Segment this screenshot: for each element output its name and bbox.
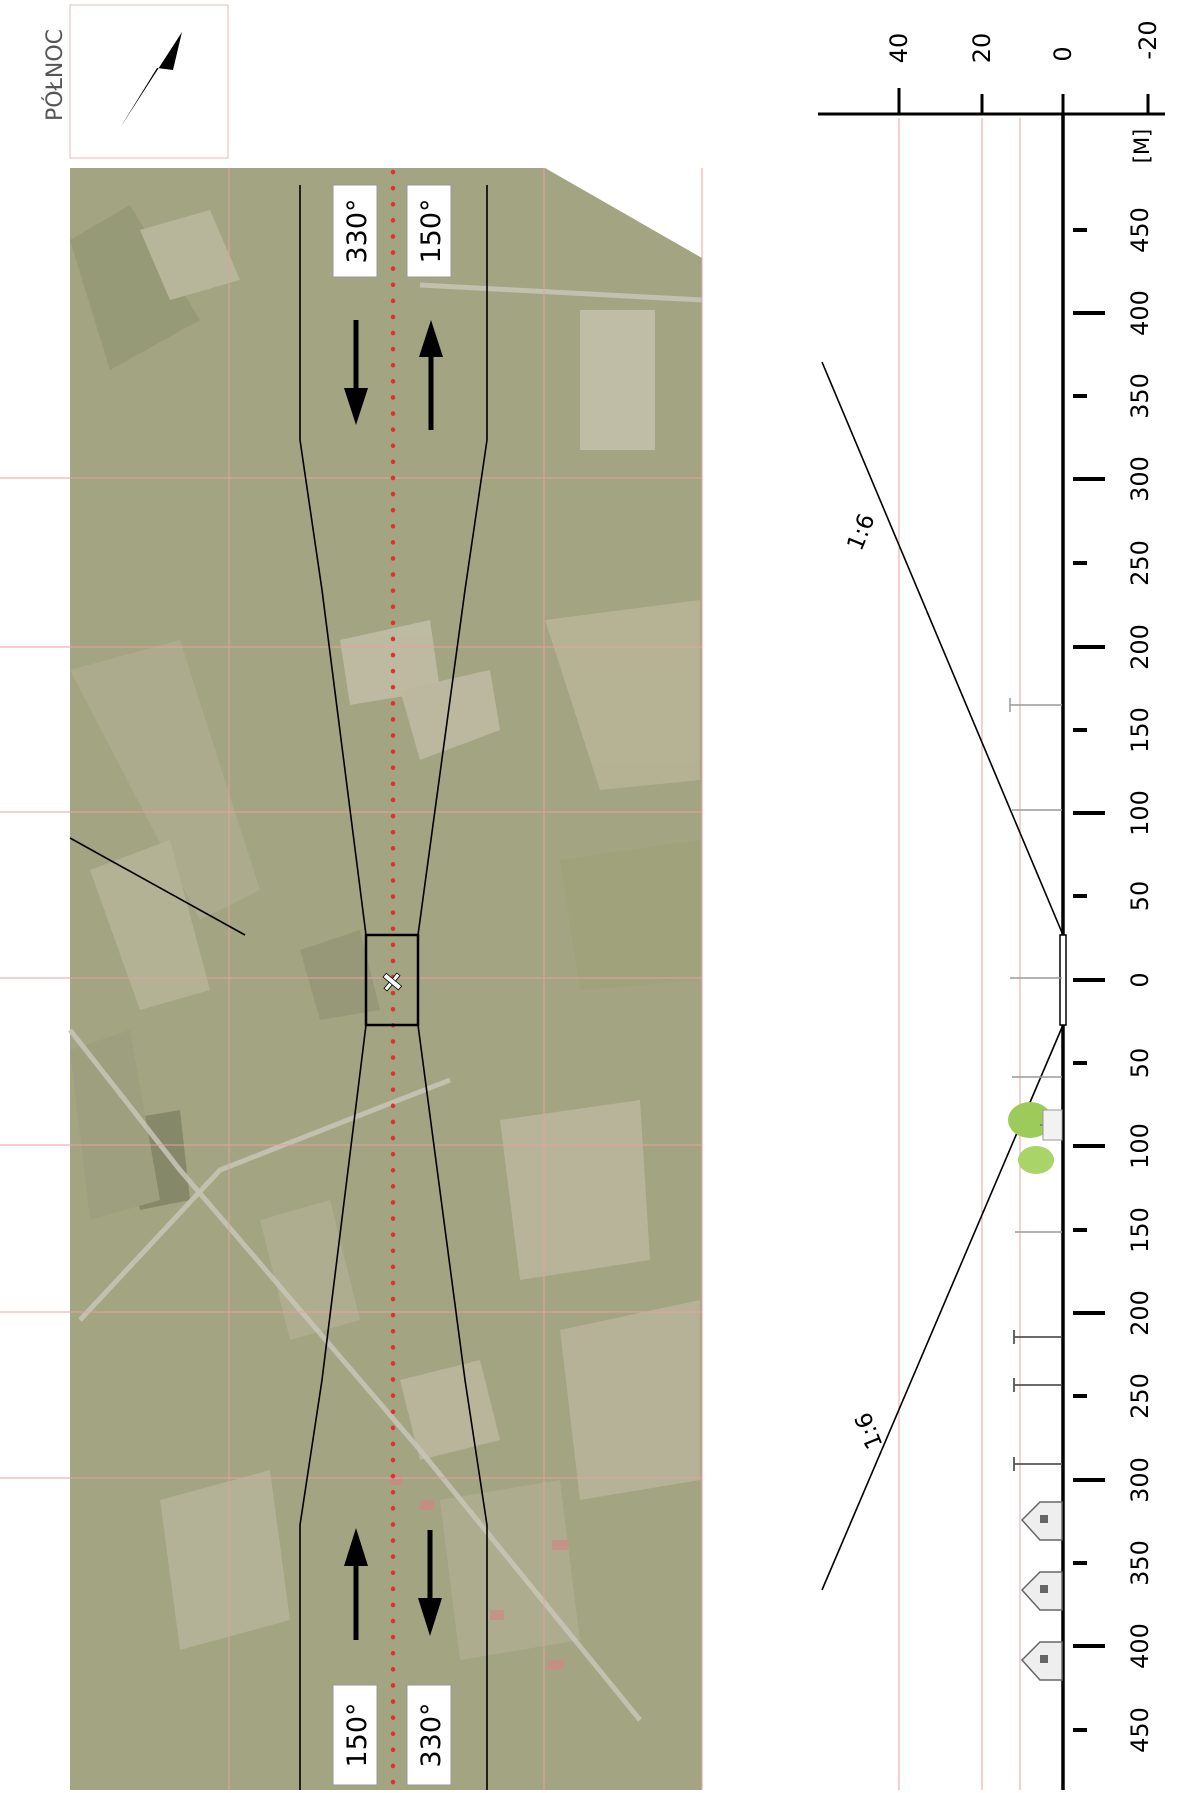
distance-label: 250 [1126, 1373, 1154, 1419]
distance-label: 400 [1126, 290, 1154, 336]
house-icon [1020, 1641, 1063, 1681]
distance-labels-top: 450 400 350 300 250 200 150 100 50 [1126, 207, 1154, 911]
distance-label-center: 0 [1126, 972, 1154, 987]
distance-label: 300 [1126, 456, 1154, 502]
distance-label: 150 [1126, 707, 1154, 753]
distance-label: 150 [1126, 1207, 1154, 1253]
distance-label: 50 [1126, 1048, 1154, 1079]
distance-label: 450 [1126, 1707, 1154, 1753]
elevation-label-neg20: -20 [1134, 20, 1162, 59]
distance-label: 200 [1126, 1290, 1154, 1336]
elevation-label-20: 20 [968, 33, 996, 64]
airplane-icon [382, 972, 403, 992]
heading-150-top: 150° [416, 198, 447, 263]
heading-label-top-left: 330° [332, 184, 378, 278]
arrow-up-icon [344, 1528, 368, 1640]
side-profile [818, 88, 1165, 1790]
distance-labels-bottom: 50 100 150 200 250 300 350 400 450 [1126, 1048, 1154, 1753]
heading-330-top: 330° [342, 198, 373, 263]
distance-label: 350 [1126, 373, 1154, 419]
distance-label: 300 [1126, 1457, 1154, 1503]
slope-label-lower: 1:6 [851, 1409, 889, 1453]
heading-label-bottom-left: 150° [332, 1684, 378, 1786]
power-pole-icon [1009, 698, 1062, 1233]
distance-label: 50 [1126, 881, 1154, 912]
reference-grid [0, 168, 703, 1790]
distance-label: 250 [1126, 540, 1154, 586]
distance-label: 200 [1126, 624, 1154, 670]
heading-150-bottom: 150° [342, 1702, 373, 1767]
elevation-label-40: 40 [885, 33, 913, 64]
house-icon [1020, 1571, 1063, 1611]
distance-label: 100 [1126, 790, 1154, 836]
heading-330-bottom: 330° [416, 1702, 447, 1767]
distance-label: 350 [1126, 1540, 1154, 1586]
arrow-down-icon [344, 320, 368, 425]
house-icon [1020, 1501, 1063, 1541]
arrow-up-icon [419, 320, 443, 430]
heading-label-bottom-right: 330° [406, 1684, 452, 1786]
distance-label: 450 [1126, 207, 1154, 253]
north-label: PÓŁNOC [42, 29, 68, 121]
landing-field [364, 933, 420, 1027]
tree-icon [1008, 1102, 1063, 1174]
distance-label: 100 [1126, 1123, 1154, 1169]
heading-label-top-right: 150° [406, 184, 452, 278]
unit-label: [M] [1130, 129, 1154, 164]
slope-label-upper: 1:6 [843, 510, 881, 554]
distance-label: 400 [1126, 1623, 1154, 1669]
north-indicator: PÓŁNOC [42, 4, 229, 159]
arrow-down-icon [418, 1530, 442, 1636]
elevation-label-0: 0 [1049, 46, 1077, 61]
north-arrow-icon [120, 32, 182, 128]
